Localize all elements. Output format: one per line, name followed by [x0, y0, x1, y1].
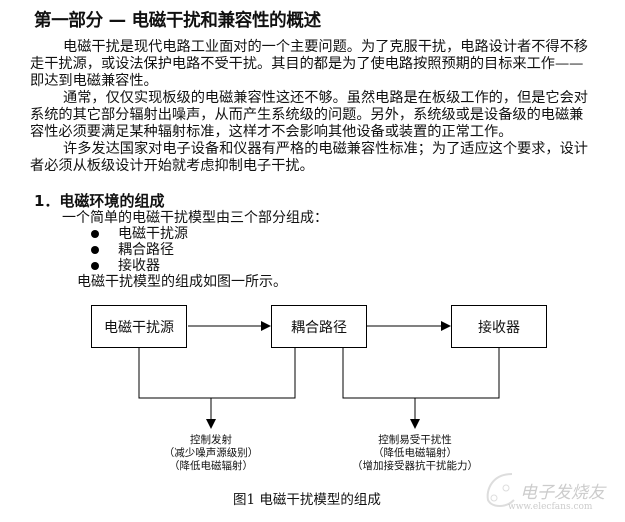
label-line: （降低电磁辐射） [169, 460, 253, 472]
bullet-icon [91, 230, 99, 238]
label-line: （增加接受器抗干扰能力） [352, 460, 478, 472]
paragraph-line: 容性必须要满足某种辐射标准，这样才不会影响其他设备或装置的正常工作。 [30, 124, 513, 140]
box-receiver: 接收器 [451, 305, 547, 348]
right-bracket [342, 348, 500, 399]
paragraph-line: 走干扰源，或设法保护电路不受干扰。其目的都是为了使电路按照预期的目标来工作—— [30, 56, 584, 72]
list-item: 接收器 [118, 258, 160, 274]
label-line: 控制易受干扰性 [378, 434, 452, 446]
bullet-icon [91, 246, 99, 254]
page-title: 第一部分 — 电磁干扰和兼容性的概述 [34, 11, 321, 31]
section-heading: 1．电磁环境的组成 [34, 192, 165, 210]
figure-caption: 图1 电磁干扰模型的组成 [233, 492, 381, 508]
box-interference-source: 电磁干扰源 [91, 305, 187, 348]
paragraph-line: 电磁干扰是现代电路工业面对的一个主要问题。为了克服干扰，电路设计者不得不移 [63, 39, 588, 55]
paragraph-line: 系统的其它部分辐射出噪声，从而产生系统级的问题。另外，系统级或是设备级的电磁兼 [30, 107, 584, 123]
list-item: 电磁干扰源 [118, 226, 188, 242]
paragraph-line: 即达到电磁兼容性。 [30, 73, 158, 89]
section-lead: 一个简单的电磁干扰模型由三个部分组成： [62, 210, 328, 226]
section-after: 电磁干扰模型的组成如图一所示。 [77, 274, 287, 290]
label-line: 控制发射 [190, 434, 232, 446]
list-item: 耦合路径 [118, 242, 174, 258]
label-line: （降低电磁辐射） [373, 447, 457, 459]
watermark-logo-text: 电子发烧友 [520, 483, 605, 503]
box-coupling-path: 耦合路径 [271, 305, 367, 348]
paragraph-line: 者必须从板级设计开始就考虑抑制电子干扰。 [30, 158, 314, 174]
label-line: （减少噪声源级别） [163, 447, 259, 459]
paragraph-line: 许多发达国家对电子设备和仪器有严格的电磁兼容性标准；为了适应这个要求，设计 [63, 141, 588, 157]
left-bracket [138, 348, 296, 399]
bullet-icon [91, 262, 99, 270]
paragraph-line: 通常，仅仅实现板级的电磁兼容性这还不够。虽然电路是在板级工作的，但是它会对 [63, 90, 588, 106]
right-label: 控制易受干扰性 （降低电磁辐射） （增加接受器抗干扰能力） [335, 434, 495, 473]
watermark-url: www.elecfans.com [508, 502, 593, 512]
watermark-logo-icon [486, 473, 515, 507]
left-label: 控制发射 （减少噪声源级别） （降低电磁辐射） [131, 434, 291, 473]
